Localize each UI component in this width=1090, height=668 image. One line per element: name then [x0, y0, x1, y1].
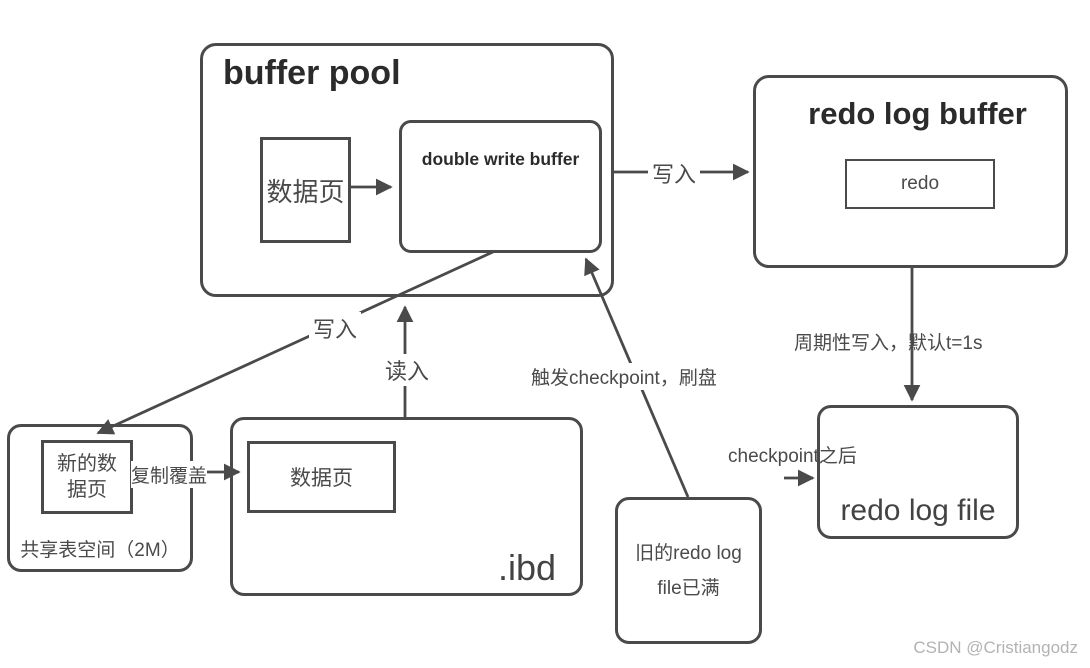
new-data-page-box: 新的数 据页 — [41, 440, 133, 514]
shared-tablespace-box: 新的数 据页 共享表空间（2M） — [7, 424, 193, 572]
new-data-page-line1: 新的数 — [57, 453, 117, 475]
buffer-pool-title: buffer pool — [223, 54, 401, 92]
old-redo-log-line1: 旧的redo log — [635, 542, 742, 564]
old-redo-log-box: 旧的redo log file已满 — [615, 497, 762, 644]
shared-tablespace-caption: 共享表空间（2M） — [20, 540, 180, 561]
new-data-page-line2: 据页 — [67, 479, 107, 501]
buffer-pool-data-page-box: 数据页 — [260, 137, 351, 243]
ibd-data-page-label: 数据页 — [290, 467, 353, 490]
buffer-pool-data-page-label: 数据页 — [266, 176, 345, 207]
ibd-file-box: 数据页 .ibd — [230, 417, 583, 596]
redo-box: redo — [845, 159, 995, 209]
ibd-data-page-box: 数据页 — [247, 441, 396, 513]
double-write-buffer-label: double write buffer — [421, 149, 580, 169]
old-redo-log-line2: file已满 — [657, 577, 720, 599]
redo-log-file-title: redo log file — [840, 494, 996, 527]
ibd-title: .ibd — [497, 547, 556, 588]
double-write-buffer-box: double write buffer — [399, 120, 602, 253]
redo-label: redo — [900, 173, 940, 194]
redo-log-buffer-title: redo log buffer — [808, 96, 1027, 131]
redo-log-file-box: redo log file — [817, 405, 1019, 539]
redo-log-buffer-box: redo log buffer redo — [753, 75, 1068, 268]
buffer-pool-box: buffer pool 数据页 double write buffer — [200, 43, 614, 297]
csdn-watermark: CSDN @Cristiangodz — [913, 638, 1078, 657]
